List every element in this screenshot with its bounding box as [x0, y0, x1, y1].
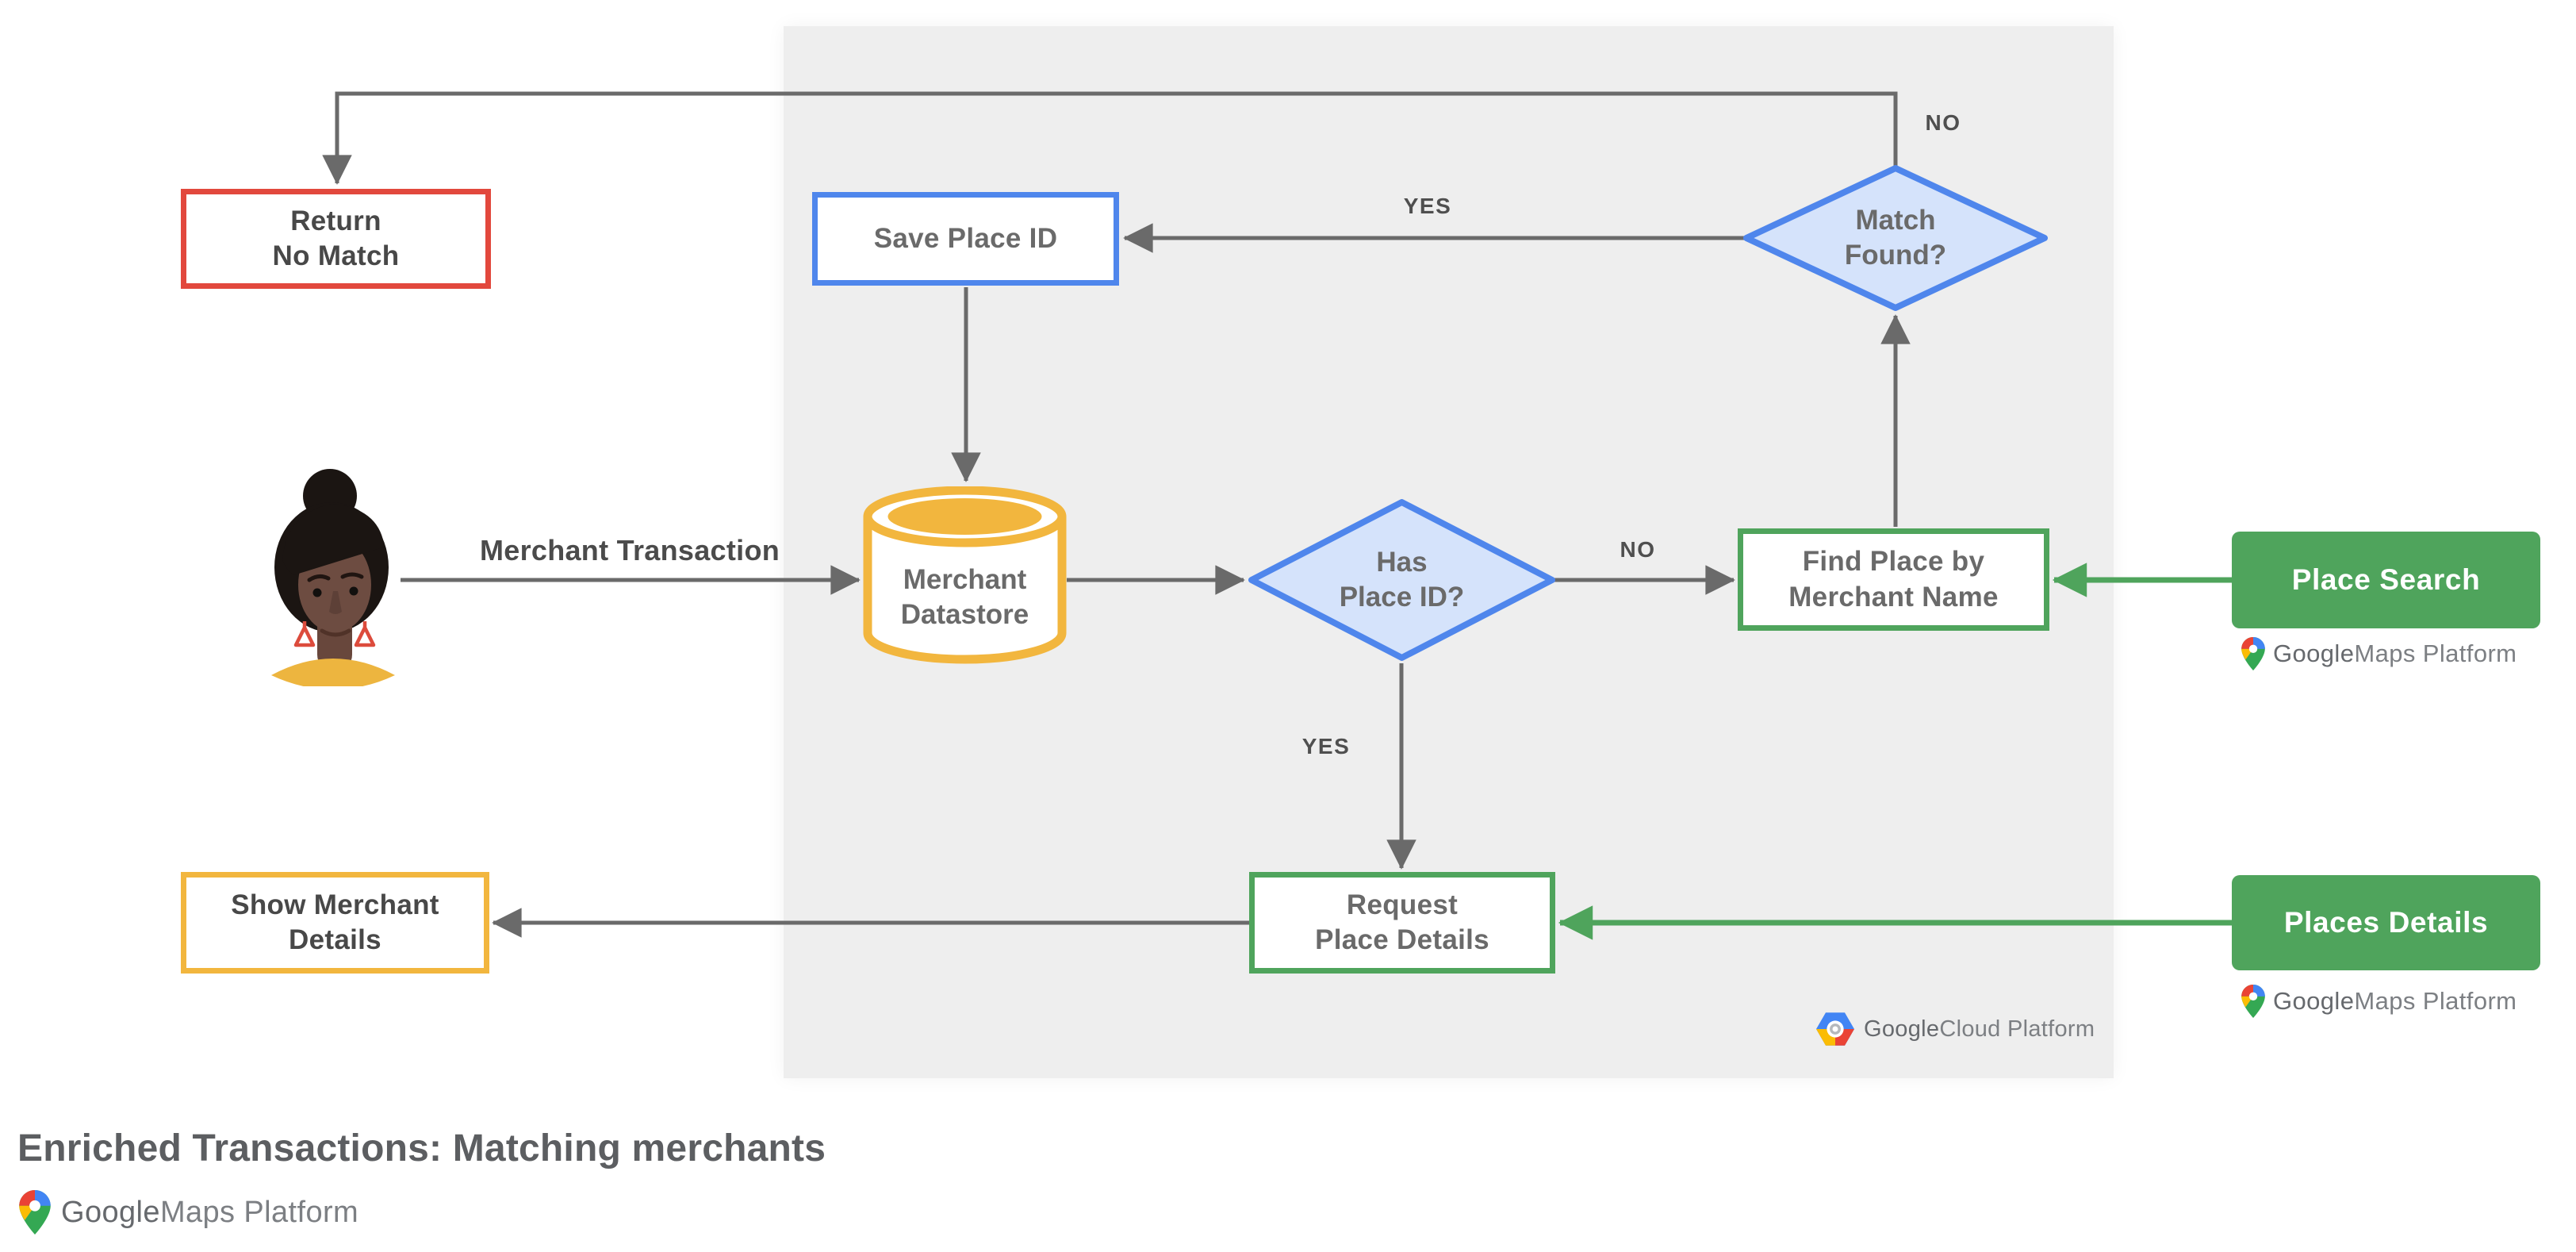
node-has-place-id: Has Place ID? — [1248, 498, 1556, 662]
logo-text-google: Google — [1864, 1016, 1940, 1042]
person-avatar-icon — [271, 469, 395, 689]
node-merchant-datastore: Merchant Datastore — [863, 486, 1067, 668]
label-has-place-id-no: NO — [1620, 537, 1656, 562]
label-match-found-yes: YES — [1403, 194, 1452, 218]
maps-platform-logo-footer: Google Maps Platform — [19, 1190, 358, 1235]
label-merchant-transaction: Merchant Transaction — [479, 534, 780, 566]
google-maps-pin-icon — [19, 1190, 51, 1235]
label-has-place-id-yes: YES — [1301, 734, 1351, 758]
logo-text-google: Google — [61, 1195, 160, 1229]
node-find-place-by-merchant-name: Find Place by Merchant Name — [1738, 528, 2049, 631]
node-place-search-api: Place Search — [2232, 532, 2540, 628]
node-match-found: Match Found? — [1742, 164, 2049, 312]
datastore-cylinder-icon — [863, 486, 1067, 664]
logo-text-product: Cloud Platform — [1939, 1016, 2095, 1042]
diagram-title: Enriched Transactions: Matching merchant… — [17, 1127, 826, 1169]
diamond-shape — [1743, 165, 2048, 311]
logo-text-product: Maps Platform — [159, 1195, 359, 1229]
label-match-found-no: NO — [1925, 110, 1961, 135]
node-places-details-api: Places Details — [2232, 875, 2540, 970]
node-match-found-label: Match Found? — [1844, 204, 1947, 271]
node-merchant-datastore-label: Merchant Datastore — [900, 564, 1029, 631]
node-has-place-id-label: Has Place ID? — [1339, 546, 1465, 613]
node-return-no-match: Return No Match — [181, 189, 491, 289]
node-show-merchant-details: Show Merchant Details — [181, 872, 489, 974]
logo-text-product: Maps Platform — [2354, 987, 2517, 1015]
logo-text-product: Maps Platform — [2354, 639, 2517, 667]
node-request-place-details: Request Place Details — [1249, 872, 1555, 974]
google-cloud-hexagon-icon — [1816, 1012, 1854, 1046]
google-maps-pin-icon — [2241, 637, 2265, 670]
google-maps-pin-icon — [2241, 985, 2265, 1018]
google-cloud-platform-logo: Google Cloud Platform — [1816, 1012, 2095, 1046]
node-save-place-id: Save Place ID — [812, 192, 1119, 286]
maps-platform-logo-details: Google Maps Platform — [2241, 985, 2517, 1018]
maps-platform-logo-search: Google Maps Platform — [2241, 637, 2517, 670]
logo-text-google: Google — [2273, 639, 2355, 667]
merchant-user-avatar — [270, 464, 397, 689]
logo-text-google: Google — [2273, 987, 2355, 1015]
diamond-shape — [1248, 499, 1555, 661]
